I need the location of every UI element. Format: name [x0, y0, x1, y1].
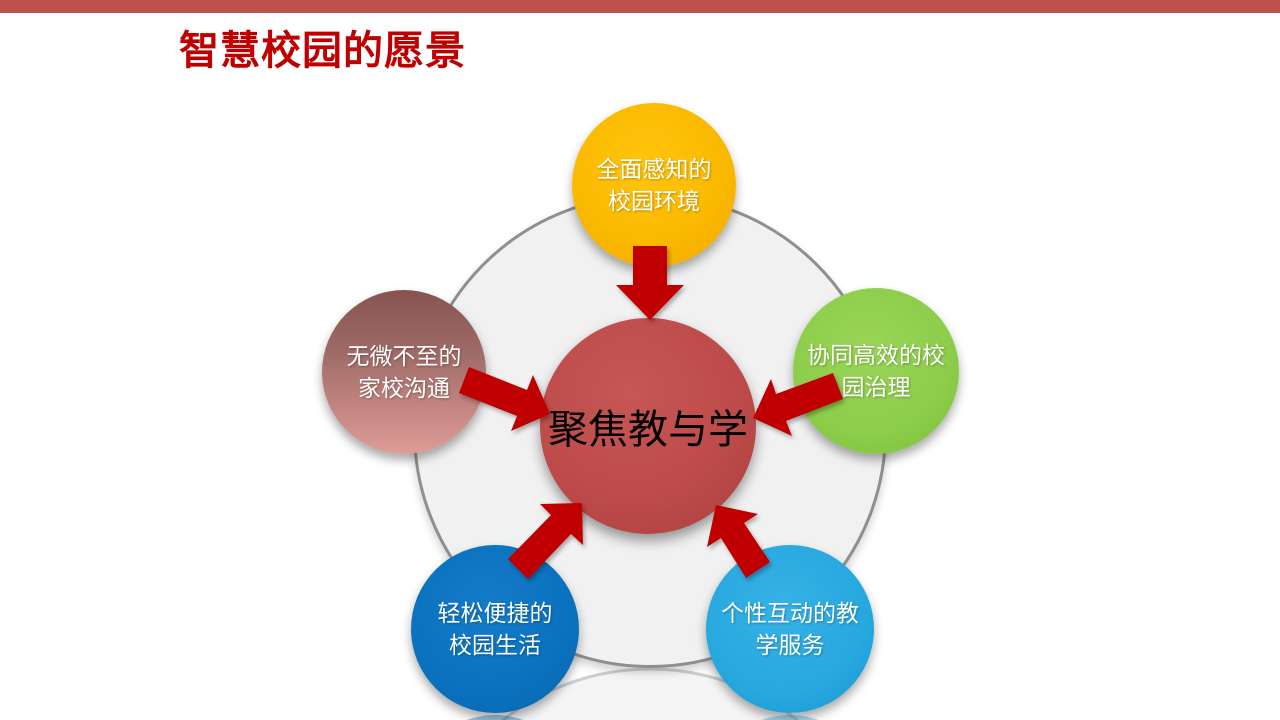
- node-label-line: 校园生活: [449, 632, 541, 658]
- page-title: 智慧校园的愿景: [179, 29, 466, 73]
- node-teaching-service: 个性互动的教 学服务: [706, 545, 874, 713]
- node-label-line: 个性互动的教: [721, 599, 859, 626]
- node-label-line: 园治理: [841, 374, 911, 400]
- node-home-school-communication: 无微不至的 家校沟通: [322, 290, 486, 454]
- node-label-line: 校园环境: [608, 188, 700, 214]
- center-hub-label: 聚焦教与学: [548, 408, 748, 452]
- node-label-line: 轻松便捷的: [437, 599, 553, 626]
- node-label-line: 学服务: [755, 632, 825, 658]
- node-center-hub: 聚焦教与学: [540, 318, 756, 534]
- node-label-line: 无微不至的: [346, 342, 462, 369]
- slide-top-bar: [0, 0, 1280, 13]
- campus-life-reflection: [466, 715, 524, 720]
- node-campus-governance: 协同高效的校 园治理: [793, 288, 959, 454]
- node-label-line: 全面感知的: [596, 155, 712, 182]
- node-label-line: 协同高效的校: [807, 341, 945, 368]
- node-label-line: 家校沟通: [358, 375, 450, 401]
- node-campus-life: 轻松便捷的 校园生活: [411, 545, 579, 713]
- teaching-service-reflection: [761, 715, 819, 720]
- node-campus-environment: 全面感知的 校园环境: [572, 103, 736, 267]
